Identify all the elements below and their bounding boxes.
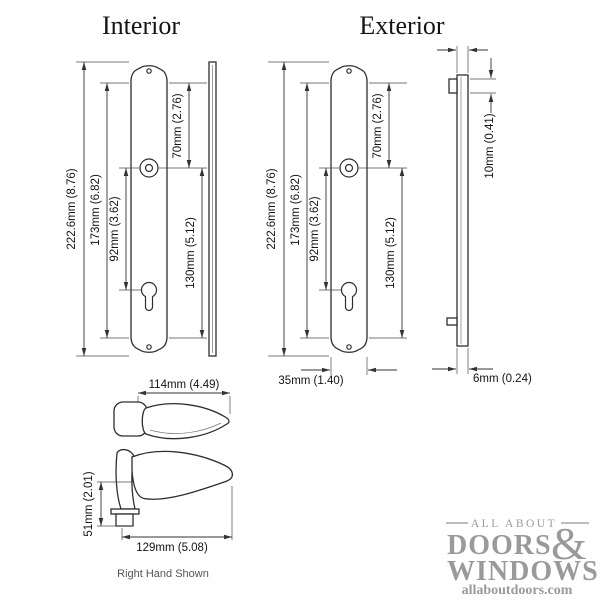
interior-dim-70: 70mm (2.76) (172, 93, 184, 158)
handle-dim-129: 129mm (5.08) (136, 542, 208, 554)
exterior-cylinder-tab (448, 78, 458, 94)
exterior-dimension-lines (281, 47, 494, 373)
interior-title: Interior (102, 11, 180, 40)
interior-backplate (130, 65, 168, 353)
exterior-dim-10: 10mm (0.41) (484, 113, 496, 178)
logo-word-windows: WINDOWS (447, 556, 599, 587)
handle-spindle (115, 513, 134, 527)
handle-dim-114: 114mm (4.49) (149, 379, 220, 391)
all-about-doors-logo: ALL ABOUT DOORS & WINDOWS allaboutdoors.… (446, 518, 599, 598)
exterior-dim-173: 173mm (6.82) (290, 174, 302, 246)
logo-tagline: ALL ABOUT (471, 518, 557, 530)
handle-side-view: 129mm (5.08) 51mm (2.01) Right Hand Show… (83, 448, 234, 580)
interior-dim-92: 92mm (3.62) (109, 196, 121, 261)
exterior-spindle-tab (446, 317, 458, 326)
exterior-dim-130: 130mm (5.12) (385, 217, 397, 289)
interior-dim-total-height: 222.6mm (8.76) (66, 168, 78, 249)
logo-website: allaboutdoors.com (462, 583, 573, 598)
interior-extension-lines (76, 61, 207, 357)
interior-side-profile (208, 61, 217, 357)
handle-foot (110, 508, 140, 515)
interior-dim-130: 130mm (5.12) (185, 217, 197, 289)
interior-view: Interior 222.6mm (8.76) 173mm (6. (66, 11, 217, 357)
exterior-dim-92: 92mm (3.62) (309, 196, 321, 261)
interior-dimension-lines (81, 62, 205, 356)
exterior-dim-6: 6mm (0.24) (473, 373, 532, 385)
exterior-extension-lines (268, 46, 496, 375)
handle-top-view: 114mm (4.49) (113, 379, 231, 440)
logo-ampersand: & (551, 518, 587, 569)
handle-neck-side (115, 448, 136, 510)
interior-dim-173: 173mm (6.82) (90, 174, 102, 246)
exterior-dim-70: 70mm (2.76) (372, 93, 384, 158)
handle-grip-side (131, 450, 234, 500)
exterior-dim-total-height: 222.6mm (8.76) (266, 168, 278, 249)
right-hand-shown-caption: Right Hand Shown (117, 568, 209, 580)
handle-dim-51: 51mm (2.01) (83, 471, 95, 536)
handle-grip-top (141, 403, 230, 440)
exterior-dim-35: 35mm (1.40) (278, 375, 343, 387)
exterior-side-profile (446, 74, 469, 347)
exterior-title: Exterior (359, 11, 445, 40)
logo-word-doors: DOORS (447, 530, 552, 561)
exterior-view: Exterior (266, 11, 532, 387)
exterior-backplate (330, 65, 368, 353)
